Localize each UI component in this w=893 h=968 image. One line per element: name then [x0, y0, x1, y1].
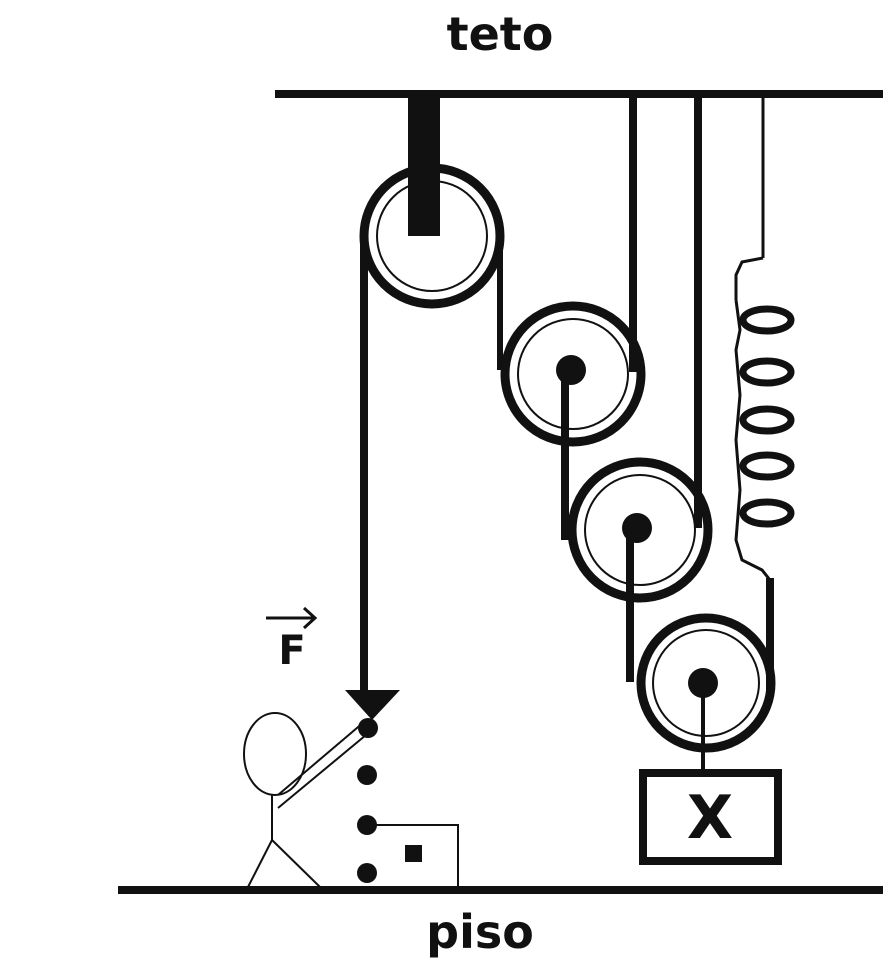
dot [358, 718, 378, 738]
mass-box [639, 769, 782, 865]
pulley-axle [556, 355, 586, 385]
dot-column [357, 718, 378, 883]
pull-arrowhead [345, 690, 400, 720]
force-vector-label: F [266, 606, 318, 674]
small-box-marker [405, 845, 422, 862]
small-box-outline [368, 824, 459, 887]
force-label: F [278, 628, 305, 674]
dot [357, 815, 377, 835]
fixed-pulley-axle-bar [408, 94, 440, 236]
ceiling-label: teto [447, 7, 554, 61]
dot [357, 765, 377, 785]
dot [357, 863, 377, 883]
floor-label: piso [426, 905, 534, 959]
mass-label: X [687, 783, 733, 853]
person-figure [243, 712, 367, 888]
spring [734, 94, 795, 690]
